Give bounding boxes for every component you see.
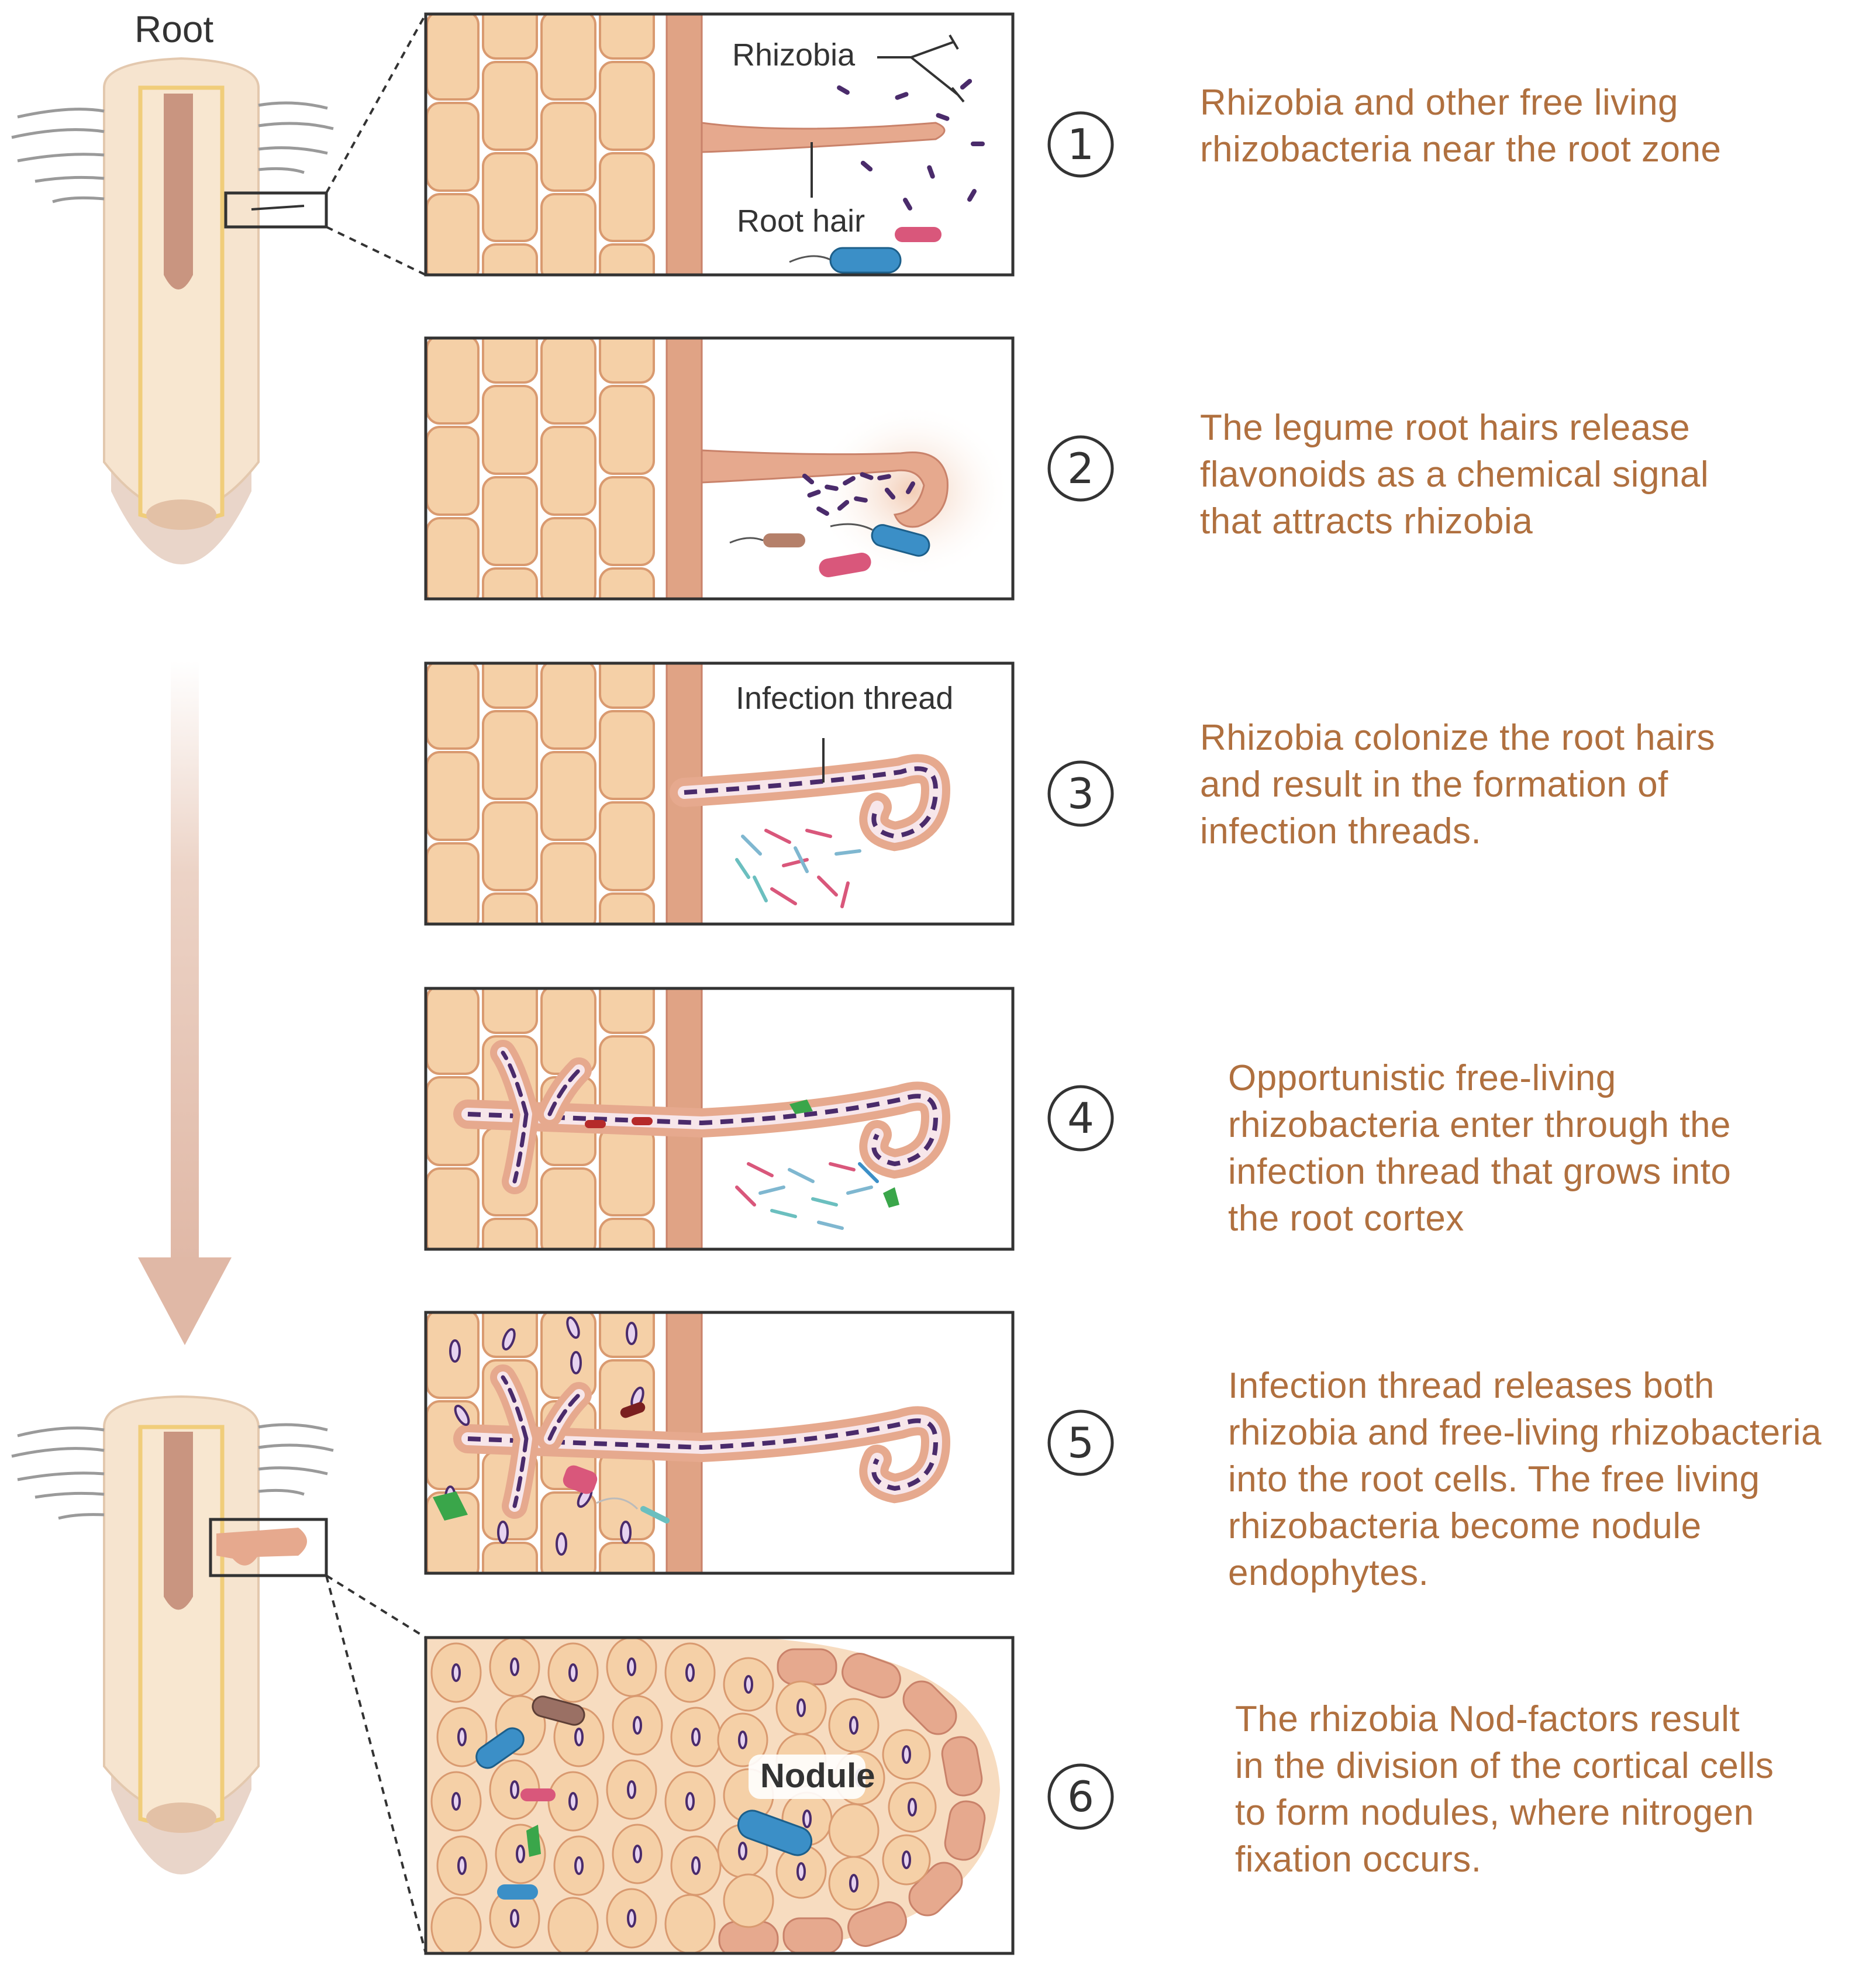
step-text-2: The legume root hairs release flavonoids… (1200, 408, 1709, 542)
step-circle-6: 6 (1047, 1763, 1114, 1830)
panel-5 (424, 1311, 1015, 1575)
step-number-4: 4 (1067, 1094, 1094, 1143)
root-top: Root (11, 8, 427, 564)
root-label: Root (135, 8, 213, 50)
step-text-4: Opportunistic free-living rhizobacteria … (1228, 1058, 1732, 1239)
step-text-3: Rhizobia colonize the root hairs and res… (1200, 718, 1716, 852)
rhizobia-label: Rhizobia (732, 37, 856, 73)
panel-6: Nodule (424, 1636, 1015, 1955)
step-text-5: Infection thread releases both rhizobia … (1228, 1366, 1822, 1593)
zoom-box-top (224, 191, 328, 229)
zoom-box-bottom (209, 1518, 328, 1577)
root-hair-label: Root hair (737, 204, 865, 239)
root-bottom (11, 1395, 427, 1954)
step-number-6: 6 (1067, 1772, 1094, 1821)
step-circle-2: 2 (1047, 435, 1114, 502)
step-circle-5: 5 (1047, 1409, 1114, 1476)
step-number-3: 3 (1067, 769, 1094, 818)
step-number-2: 2 (1067, 444, 1094, 493)
panel-1: Rhizobia Root hair (424, 12, 1015, 277)
step-circle-1: 1 (1047, 111, 1114, 178)
panel-2 (424, 336, 1015, 601)
step-number-1: 1 (1067, 120, 1094, 169)
step-text-6: The rhizobia Nod-factors result in the d… (1235, 1699, 1774, 1880)
progression-arrow (138, 661, 232, 1345)
step-text-1: Rhizobia and other free living rhizobact… (1200, 82, 1722, 170)
step-circle-4: 4 (1047, 1085, 1114, 1152)
infection-thread-label: Infection thread (736, 681, 953, 716)
panel-4 (424, 987, 1015, 1251)
nodule-label: Nodule (760, 1757, 875, 1795)
step-circle-3: 3 (1047, 760, 1114, 827)
step-numbers: 1 2 3 4 5 6 (1047, 111, 1114, 1830)
step-number-5: 5 (1067, 1418, 1094, 1467)
panel-3: Infection thread (424, 661, 1015, 926)
